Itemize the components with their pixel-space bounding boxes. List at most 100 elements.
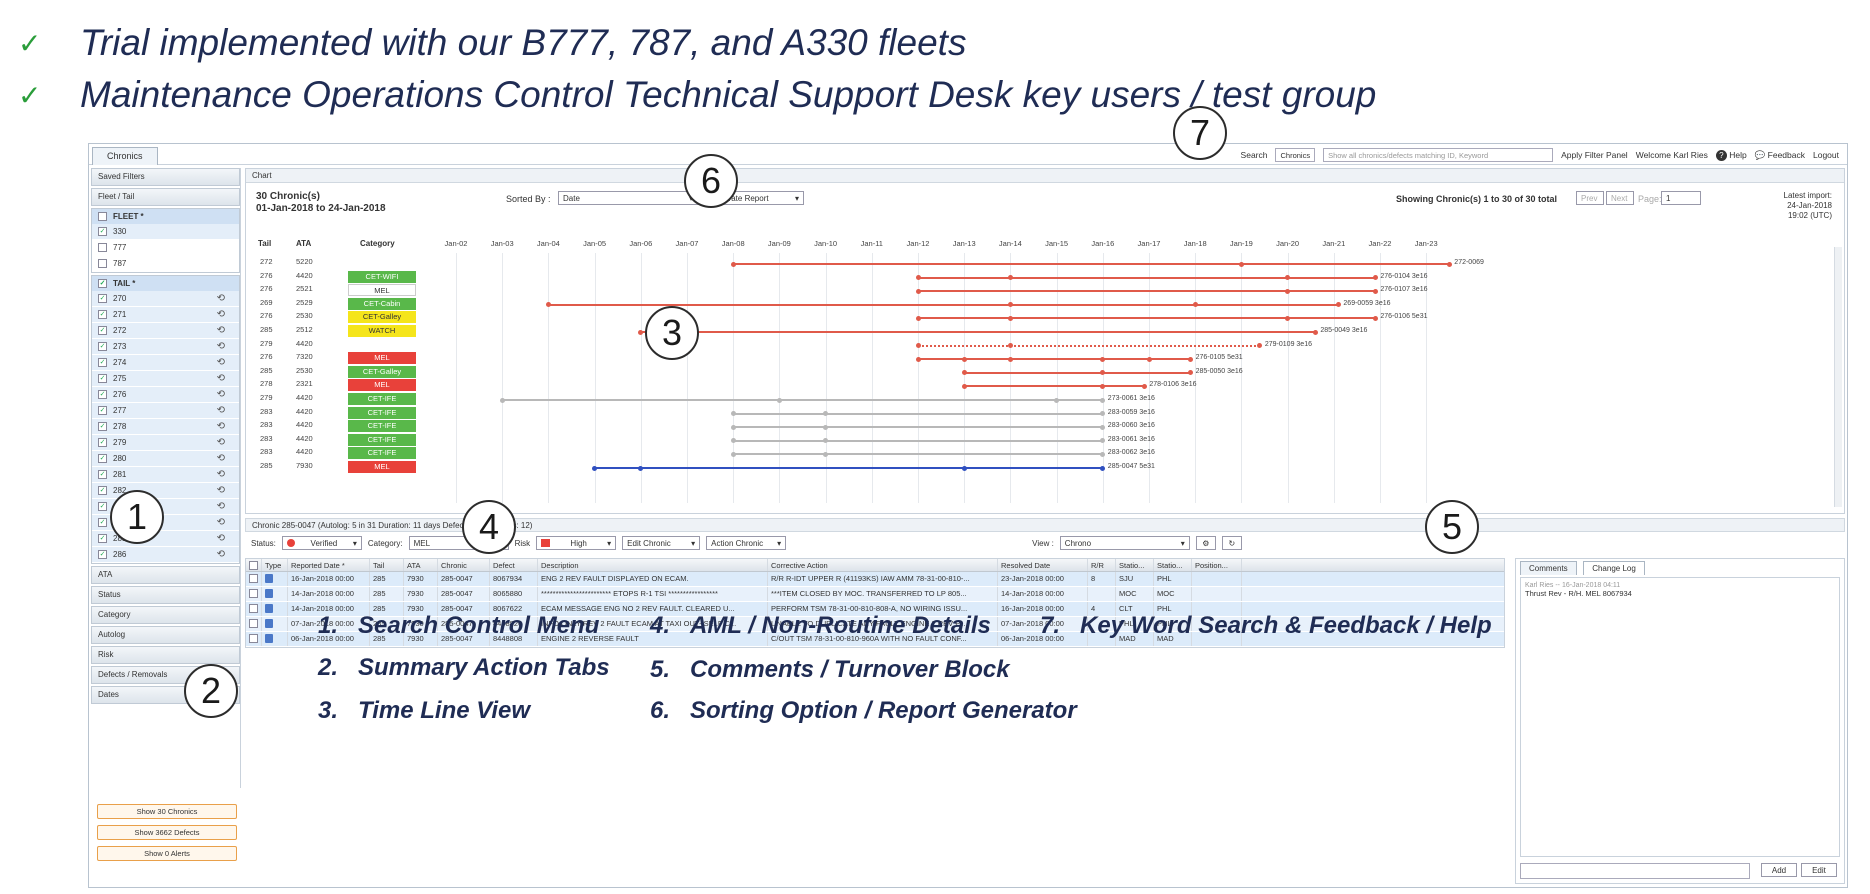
timeline-bar[interactable] bbox=[918, 317, 1376, 320]
history-icon[interactable]: ⟲ bbox=[216, 405, 225, 416]
checkbox-checked[interactable]: ✓ bbox=[98, 390, 107, 399]
tab-comments[interactable]: Comments bbox=[1520, 561, 1577, 575]
checkbox-checked[interactable]: ✓ bbox=[98, 534, 107, 543]
help-button[interactable]: ? Help bbox=[1715, 149, 1747, 161]
list-item[interactable]: ✓272⟲ bbox=[92, 323, 239, 339]
list-item[interactable]: ✓274⟲ bbox=[92, 355, 239, 371]
column-header[interactable]: Corrective Action bbox=[768, 559, 998, 571]
timeline-bar[interactable] bbox=[918, 290, 1376, 293]
checkbox-checked[interactable]: ✓ bbox=[98, 358, 107, 367]
view-select[interactable]: Chrono▾ bbox=[1059, 536, 1190, 550]
history-icon[interactable]: ⟲ bbox=[216, 341, 225, 352]
timeline-point[interactable] bbox=[1007, 315, 1013, 321]
list-item[interactable]: ✓330 bbox=[92, 224, 239, 240]
history-icon[interactable]: ⟲ bbox=[216, 389, 225, 400]
timeline-point[interactable] bbox=[823, 411, 829, 417]
column-header[interactable]: R/R bbox=[1088, 559, 1116, 571]
action-chronic-select[interactable]: Action Chronic▾ bbox=[706, 536, 787, 550]
checkbox-checked[interactable]: ✓ bbox=[98, 470, 107, 479]
list-item[interactable]: ✓273⟲ bbox=[92, 339, 239, 355]
timeline-point[interactable] bbox=[1372, 275, 1378, 281]
logout-link[interactable]: Logout bbox=[1813, 150, 1839, 160]
list-item[interactable]: ✓280⟲ bbox=[92, 451, 239, 467]
timeline-bar[interactable] bbox=[918, 276, 1376, 279]
timeline-point[interactable] bbox=[1238, 261, 1244, 267]
filter-section[interactable]: Category bbox=[91, 606, 240, 624]
timeline-point[interactable] bbox=[730, 424, 736, 430]
filter-section[interactable]: Status bbox=[91, 586, 240, 604]
timeline-point[interactable] bbox=[1007, 275, 1013, 281]
checkbox[interactable] bbox=[249, 634, 258, 643]
timeline-point[interactable] bbox=[776, 397, 782, 403]
timeline-point[interactable] bbox=[1100, 438, 1106, 444]
timeline-point[interactable] bbox=[1192, 302, 1198, 308]
timeline-point[interactable] bbox=[1285, 275, 1291, 281]
edit-comment-button[interactable]: Edit bbox=[1801, 863, 1837, 877]
timeline-bar[interactable] bbox=[548, 303, 1339, 306]
filter-section[interactable]: ATA bbox=[91, 566, 240, 584]
add-comment-button[interactable]: Add bbox=[1761, 863, 1797, 877]
show-defects-button[interactable]: Show 3662 Defects bbox=[97, 825, 237, 840]
timeline-bar[interactable] bbox=[964, 371, 1191, 374]
list-item[interactable]: ✓270⟲ bbox=[92, 291, 239, 307]
checkbox-checked[interactable]: ✓ bbox=[98, 279, 107, 288]
timeline-bar[interactable] bbox=[964, 385, 1145, 388]
timeline-point[interactable] bbox=[1188, 370, 1194, 376]
timeline-point[interactable] bbox=[1372, 315, 1378, 321]
list-item[interactable]: ✓279⟲ bbox=[92, 435, 239, 451]
history-icon[interactable]: ⟲ bbox=[216, 437, 225, 448]
checkbox[interactable] bbox=[249, 619, 258, 628]
column-header[interactable]: Resolved Date bbox=[998, 559, 1088, 571]
column-header[interactable]: Position... bbox=[1192, 559, 1242, 571]
history-icon[interactable]: ⟲ bbox=[216, 501, 225, 512]
timeline-point[interactable] bbox=[638, 329, 644, 335]
timeline-point[interactable] bbox=[1100, 370, 1106, 376]
row-checkbox[interactable] bbox=[246, 587, 262, 601]
row-checkbox[interactable] bbox=[246, 617, 262, 631]
timeline-point[interactable] bbox=[915, 275, 921, 281]
column-header[interactable]: Chronic bbox=[438, 559, 490, 571]
timeline-bar[interactable] bbox=[733, 453, 1103, 456]
timeline-point[interactable] bbox=[730, 451, 736, 457]
timeline-point[interactable] bbox=[823, 438, 829, 444]
checkbox-checked[interactable]: ✓ bbox=[98, 550, 107, 559]
list-item[interactable]: ✓286⟲ bbox=[92, 547, 239, 563]
tab-chronics[interactable]: Chronics bbox=[92, 147, 158, 165]
list-item[interactable]: ✓275⟲ bbox=[92, 371, 239, 387]
timeline-bar[interactable] bbox=[918, 344, 1260, 347]
timeline-point[interactable] bbox=[545, 302, 551, 308]
timeline-bar[interactable] bbox=[733, 426, 1103, 429]
timeline-point[interactable] bbox=[1100, 465, 1106, 471]
timeline-point[interactable] bbox=[1100, 356, 1106, 362]
history-icon[interactable]: ⟲ bbox=[216, 533, 225, 544]
search-input[interactable]: Show all chronics/defects matching ID, K… bbox=[1323, 148, 1554, 162]
timeline-point[interactable] bbox=[1100, 397, 1106, 403]
list-item[interactable]: 777 bbox=[92, 240, 239, 256]
timeline-point[interactable] bbox=[915, 288, 921, 294]
timeline-point[interactable] bbox=[1335, 302, 1341, 308]
status-select[interactable]: Verified▾ bbox=[281, 536, 362, 550]
refresh-button[interactable]: ↻ bbox=[1221, 536, 1242, 550]
checkbox-checked[interactable]: ✓ bbox=[98, 227, 107, 236]
checkbox-checked[interactable]: ✓ bbox=[98, 502, 107, 511]
list-item[interactable]: 787 bbox=[92, 256, 239, 272]
timeline-point[interactable] bbox=[1054, 397, 1060, 403]
column-header[interactable]: ATA bbox=[404, 559, 438, 571]
tab-change-log[interactable]: Change Log bbox=[1583, 561, 1645, 575]
search-type-select[interactable]: Chronics bbox=[1275, 148, 1316, 162]
timeline-point[interactable] bbox=[1100, 451, 1106, 457]
fleet-list-header[interactable]: FLEET * bbox=[92, 209, 239, 224]
feedback-button[interactable]: 💬 Feedback bbox=[1755, 150, 1805, 161]
history-icon[interactable]: ⟲ bbox=[216, 469, 225, 480]
history-icon[interactable]: ⟲ bbox=[216, 517, 225, 528]
timeline-point[interactable] bbox=[1007, 302, 1013, 308]
history-icon[interactable]: ⟲ bbox=[216, 421, 225, 432]
column-header[interactable]: Statio... bbox=[1154, 559, 1192, 571]
timeline-point[interactable] bbox=[961, 383, 967, 389]
row-checkbox[interactable] bbox=[246, 572, 262, 586]
